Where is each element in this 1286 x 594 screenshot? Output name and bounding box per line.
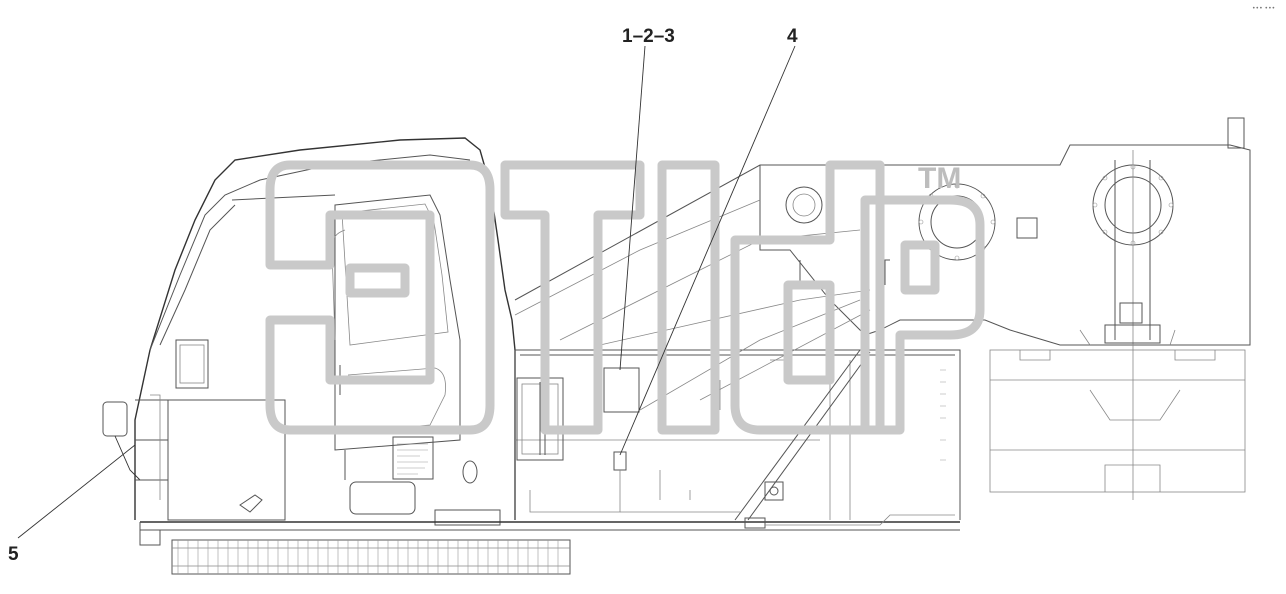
watermark-logo: TM [265, 160, 985, 435]
counterweight [989, 349, 1246, 493]
cab [102, 137, 516, 526]
callout-5: 5 [8, 544, 19, 565]
slewing-ring [171, 539, 571, 575]
platform-frame [139, 349, 961, 546]
callout-4: 4 [787, 26, 798, 47]
trademark-mark: TM [918, 162, 961, 195]
corner-mark: ••• ••• [1252, 5, 1275, 12]
callout-1-2-3: 1–2–3 [622, 26, 675, 47]
leader-lines [17, 45, 796, 539]
